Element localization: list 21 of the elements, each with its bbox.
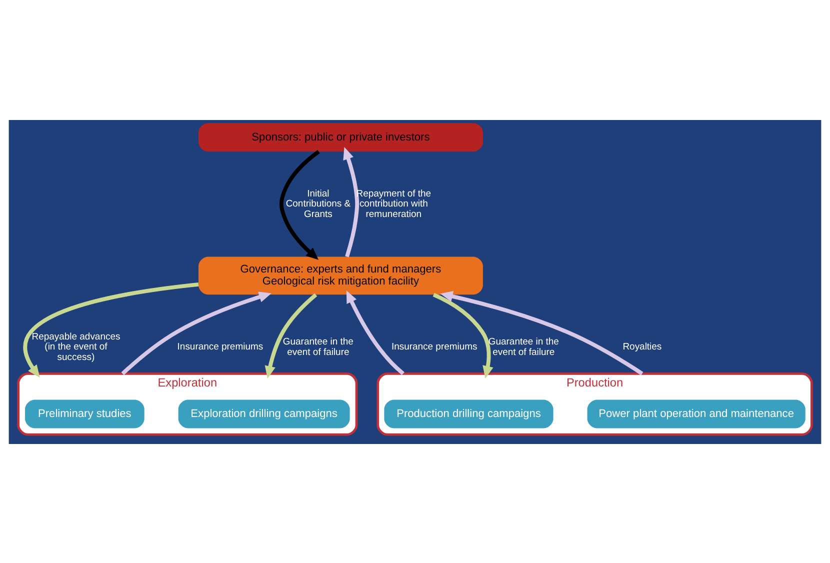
node-box: Governance: experts and fund managers Geological risk mitigation facility xyxy=(198,256,483,294)
node-box: Production drilling campaigns xyxy=(384,399,554,428)
arrow xyxy=(121,291,272,375)
arrow xyxy=(279,150,320,260)
node-box: Power plant operation and maintenance xyxy=(587,399,806,428)
arrow xyxy=(440,290,644,375)
node-box: Sponsors: public or private investors xyxy=(198,122,483,152)
arrow xyxy=(23,282,199,378)
edge-label: Initial Contributions & Grants xyxy=(286,188,351,220)
edge-label: Repayable advances (in the event of success) xyxy=(32,330,120,362)
edge-label: Insurance premiums xyxy=(177,341,264,352)
arrow xyxy=(346,290,404,375)
node-box: Preliminary studies xyxy=(25,399,144,428)
arrow xyxy=(264,292,318,378)
edge-label: Guarantee in the event of failure xyxy=(282,336,354,358)
edge-label: Royalties xyxy=(622,341,662,352)
node-box: Exploration drilling campaigns xyxy=(178,399,350,428)
arrow xyxy=(343,146,360,257)
edge-label: Guarantee in the event of failure xyxy=(488,336,559,358)
edge-label: Insurance premiums xyxy=(391,341,478,352)
arrow xyxy=(432,292,494,378)
